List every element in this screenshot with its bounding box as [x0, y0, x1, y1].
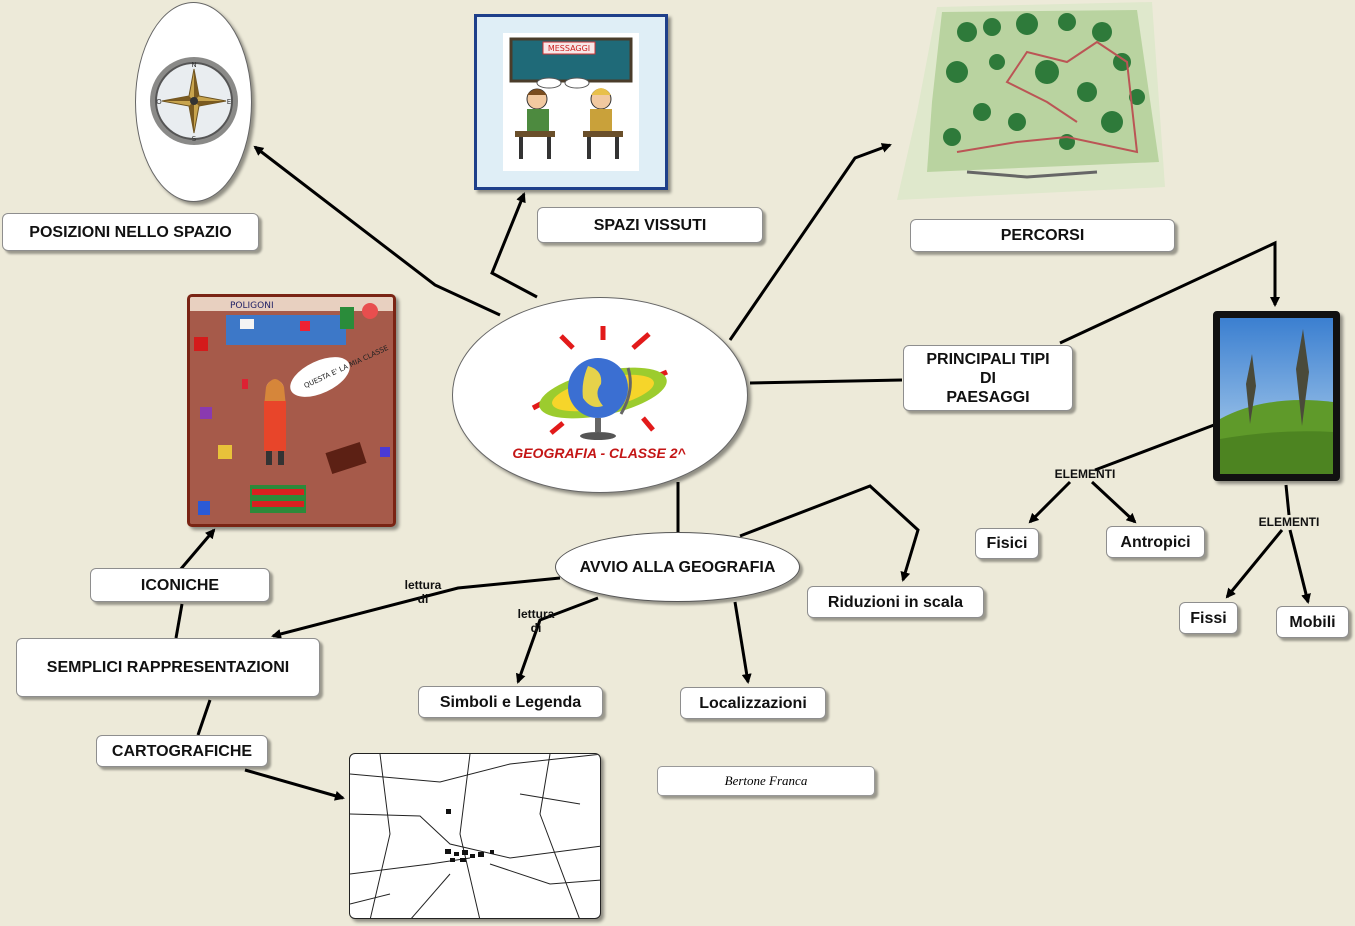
- link-paesaggi-photo: [1059, 240, 1280, 345]
- node-principali-tipi-paesaggi[interactable]: PRINCIPALI TIPI DI PAESAGGI: [903, 345, 1073, 411]
- link-label-elementi-1: ELEMENTI: [1054, 467, 1116, 481]
- node-antropici[interactable]: Antropici: [1106, 526, 1205, 558]
- node-cartografiche[interactable]: CARTOGRAFICHE: [96, 735, 268, 767]
- classroom-picture: MESSAGGI: [474, 14, 668, 190]
- center-title: GEOGRAFIA - CLASSE 2^: [512, 445, 686, 461]
- node-spazi-vissuti[interactable]: SPAZI VISSUTI: [537, 207, 763, 243]
- node-fissi[interactable]: Fissi: [1179, 602, 1238, 634]
- svg-text:N: N: [191, 61, 196, 69]
- node-iconiche[interactable]: ICONICHE: [90, 568, 270, 602]
- author-signature: Bertone Franca: [657, 766, 875, 796]
- node-simboli-e-legenda[interactable]: Simboli e Legenda: [418, 686, 603, 718]
- link-label-lettura-2: lettura di: [517, 607, 555, 635]
- link-semplici-carto: [196, 699, 212, 736]
- node-posizioni[interactable]: POSIZIONI NELLO SPAZIO: [2, 213, 259, 251]
- link-mobili: [1288, 529, 1311, 604]
- landscape-photo: [1213, 311, 1340, 481]
- street-map-picture: [349, 753, 601, 919]
- node-fisici[interactable]: Fisici: [975, 528, 1039, 559]
- node-semplici-rappresentazioni[interactable]: SEMPLICI RAPPRESENTAZIONI: [16, 638, 320, 697]
- link-paesaggi: [749, 378, 903, 385]
- link-semplici: [271, 576, 561, 639]
- link-label-elementi-2: ELEMENTI: [1258, 515, 1320, 529]
- link-riduzioni: [739, 484, 920, 582]
- svg-text:E: E: [227, 98, 231, 106]
- drawing-header-text: POLIGONI: [230, 301, 274, 311]
- link-iconiche-up: [178, 528, 216, 571]
- link-localizzazioni: [733, 601, 752, 684]
- link-photo-elementi1: [1094, 423, 1215, 472]
- link-semplici-iconiche: [174, 603, 184, 639]
- link-antropici: [1090, 480, 1137, 524]
- node-riduzioni-in-scala[interactable]: Riduzioni in scala: [807, 586, 984, 618]
- link-simboli: [515, 596, 599, 684]
- link-posizioni: [253, 145, 501, 317]
- compass-image: N S E O: [135, 2, 252, 202]
- node-avvio-alla-geografia[interactable]: AVVIO ALLA GEOGRAFIA: [555, 532, 800, 602]
- link-spazi: [490, 192, 538, 299]
- messaggi-text: MESSAGGI: [548, 44, 590, 53]
- link-percorsi: [728, 143, 892, 341]
- link-fisici: [1028, 480, 1072, 524]
- link-label-lettura-1: lettura di: [404, 578, 442, 606]
- link-fissi: [1225, 529, 1284, 599]
- compass-icon: N S E O: [150, 57, 238, 145]
- node-mobili[interactable]: Mobili: [1276, 606, 1349, 638]
- node-percorsi[interactable]: PERCORSI: [910, 219, 1175, 252]
- child-drawing-picture: POLIGONI QUESTA E' LA MIA CLASSE: [187, 294, 396, 527]
- center-node[interactable]: GEOGRAFIA - CLASSE 2^: [452, 297, 748, 493]
- svg-text:O: O: [156, 98, 162, 106]
- park-path-picture: [897, 2, 1167, 202]
- globe-icon: GEOGRAFIA - CLASSE 2^: [512, 326, 686, 461]
- svg-text:S: S: [192, 135, 197, 143]
- node-localizzazioni[interactable]: Localizzazioni: [680, 687, 826, 719]
- link-carto-map: [244, 768, 345, 801]
- link-photo-elementi2: [1284, 484, 1291, 516]
